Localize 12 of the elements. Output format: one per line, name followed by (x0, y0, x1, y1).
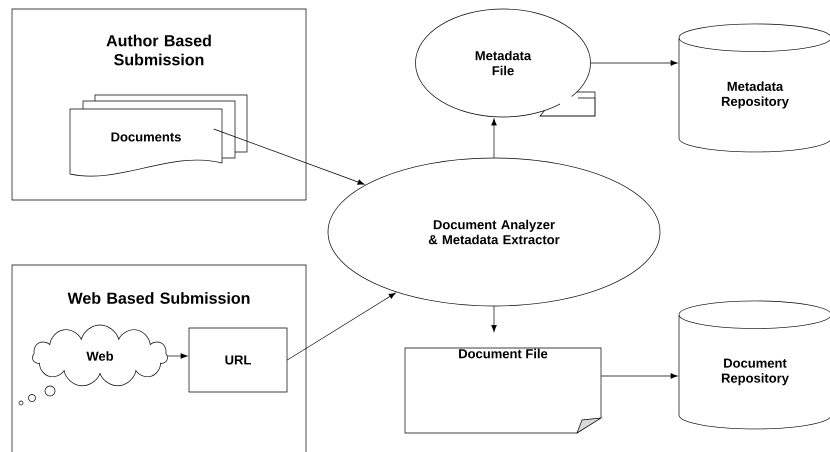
arrow (213, 128, 365, 185)
arrow (590, 60, 678, 66)
arrow (491, 118, 497, 158)
process-box: URL (188, 328, 288, 392)
database-cylinder: Metadata Repository (678, 24, 830, 152)
thought-cloud: Web (18, 324, 168, 406)
arrow (491, 306, 497, 332)
arrow (167, 353, 188, 359)
arrow (601, 373, 678, 379)
document-stack: Documents (70, 94, 248, 176)
database-cylinder: Document Repository (678, 300, 830, 430)
arrow (287, 292, 396, 360)
